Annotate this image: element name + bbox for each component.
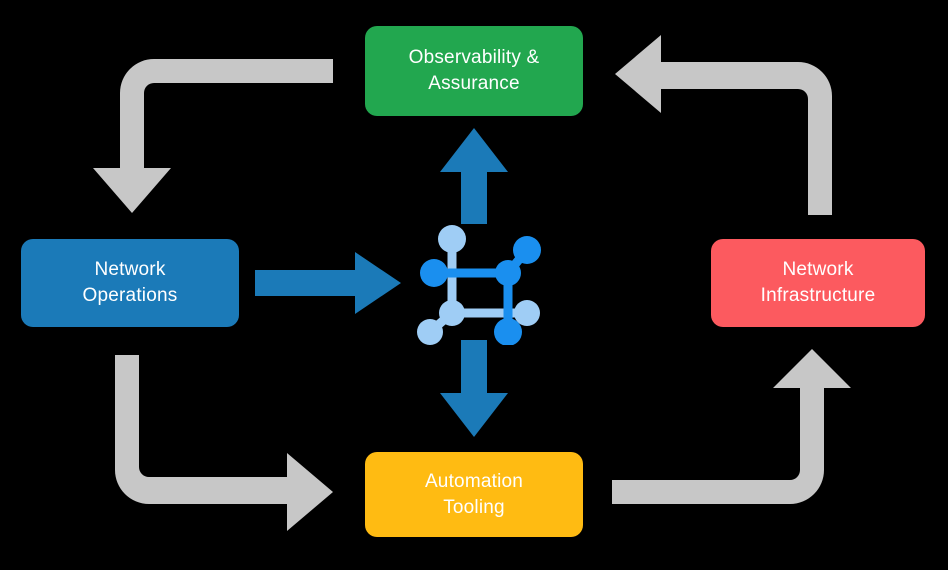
node-center-light [439,300,465,326]
node-observability-assurance-label: Observability & Assurance [408,47,540,94]
arrow-network-infrastructure-to-observability [615,35,832,215]
node-top-light [438,225,466,253]
node-bottom-bright [494,318,522,345]
node-network-infrastructure-label: Network Infrastructure [760,259,876,306]
node-observability-assurance[interactable]: Observability & Assurance [365,26,583,116]
node-right-mid-light [514,300,540,326]
node-network-infrastructure[interactable]: Network Infrastructure [711,239,925,327]
arrow-center-to-observability [440,128,508,224]
node-automation-tooling[interactable]: Automation Tooling [365,452,583,537]
node-network-operations-label: Network Operations [82,259,178,306]
arrow-network-operations-to-center [255,252,401,314]
node-left-bright [420,259,448,287]
node-network-operations[interactable]: Network Operations [21,239,239,327]
node-bottom-left-light [417,319,443,345]
arrow-network-operations-to-automation-tooling [115,355,333,531]
network-mesh-icon [417,225,541,345]
arrow-observability-to-network-operations [93,59,333,213]
node-top-right-bright [513,236,541,264]
arrow-center-to-automation-tooling [440,340,508,437]
node-automation-tooling-label: Automation Tooling [424,470,524,518]
node-hub-bright [495,260,521,286]
arrow-automation-tooling-to-network-infrastructure [612,349,851,504]
